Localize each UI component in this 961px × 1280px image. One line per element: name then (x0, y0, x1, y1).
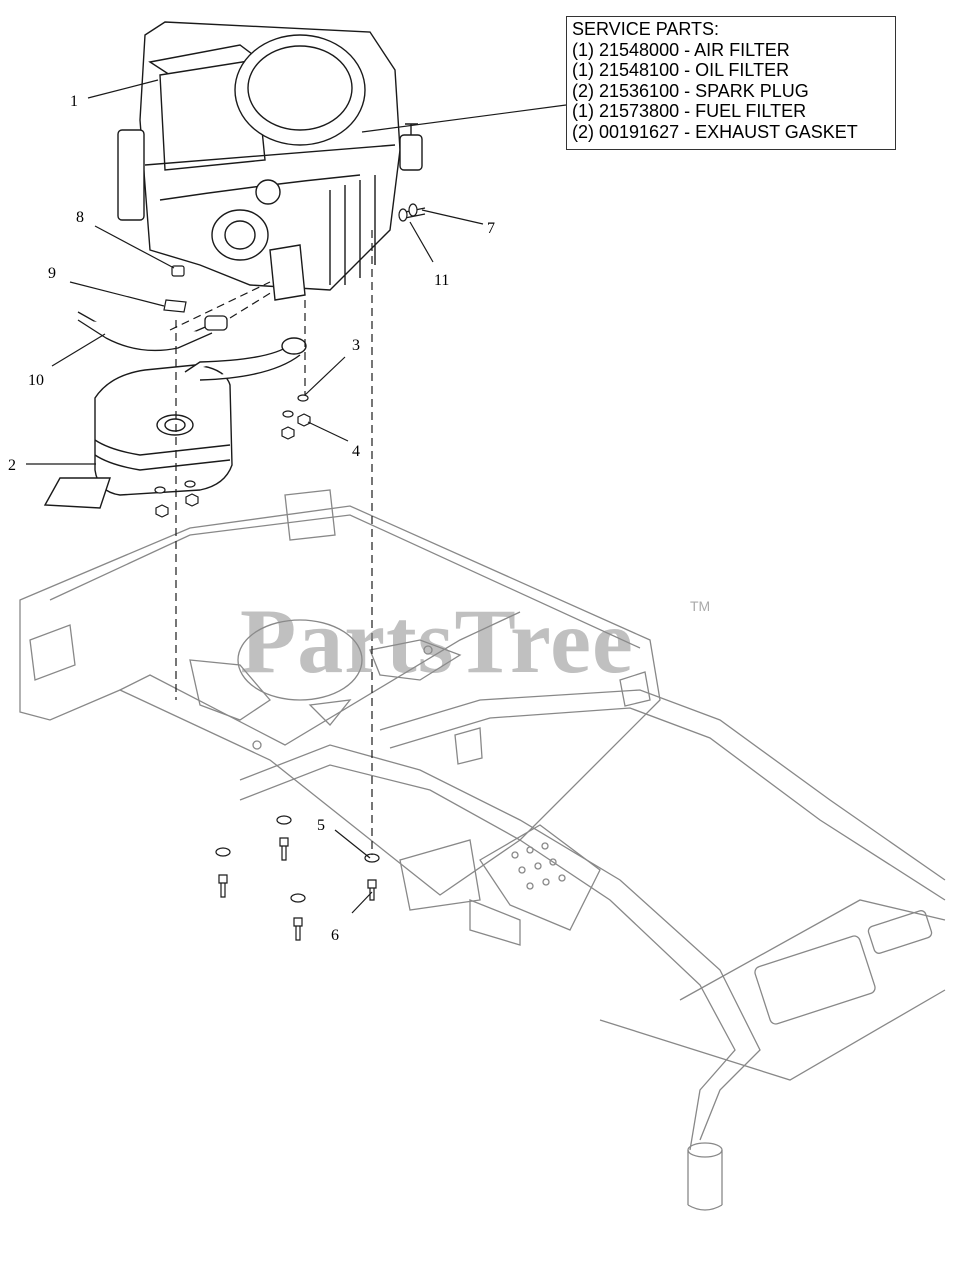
callout-1: 1 (70, 93, 78, 110)
callout-2: 2 (8, 457, 16, 474)
callout-7: 7 (487, 220, 495, 237)
callout-5: 5 (317, 817, 325, 834)
leader-lines (26, 79, 567, 914)
callout-8: 8 (76, 209, 84, 226)
callout-6: 6 (331, 927, 339, 944)
hardware (154, 203, 426, 941)
callout-9: 9 (48, 265, 56, 282)
service-parts-title: SERVICE PARTS: (572, 19, 720, 39)
callout-4: 4 (352, 443, 360, 460)
service-part-item: (1) 21548000 - AIR FILTER (572, 39, 790, 60)
muffler (43, 337, 307, 509)
service-parts-box: SERVICE PARTS: (1) 21548000 - AIR FILTER… (566, 16, 896, 150)
fuel-hose (77, 311, 228, 352)
engine (117, 21, 423, 301)
watermark-tm: TM (690, 598, 711, 614)
callout-3: 3 (352, 337, 360, 354)
mower-frame (19, 489, 946, 1211)
service-part-item: (1) 21573800 - FUEL FILTER (572, 101, 807, 121)
alignment-lines (169, 230, 373, 855)
service-part-item: (2) 21536100 - SPARK PLUG (572, 80, 809, 101)
service-part-item: (1) 21548100 - OIL FILTER (572, 60, 790, 80)
callout-11: 11 (434, 272, 449, 289)
callouts: 1 2 3 4 5 6 7 8 9 10 11 (8, 93, 495, 944)
callout-10: 10 (28, 372, 44, 389)
service-part-item: (2) 00191627 - EXHAUST GASKET (572, 121, 858, 142)
watermark: PartsTree (240, 590, 634, 692)
